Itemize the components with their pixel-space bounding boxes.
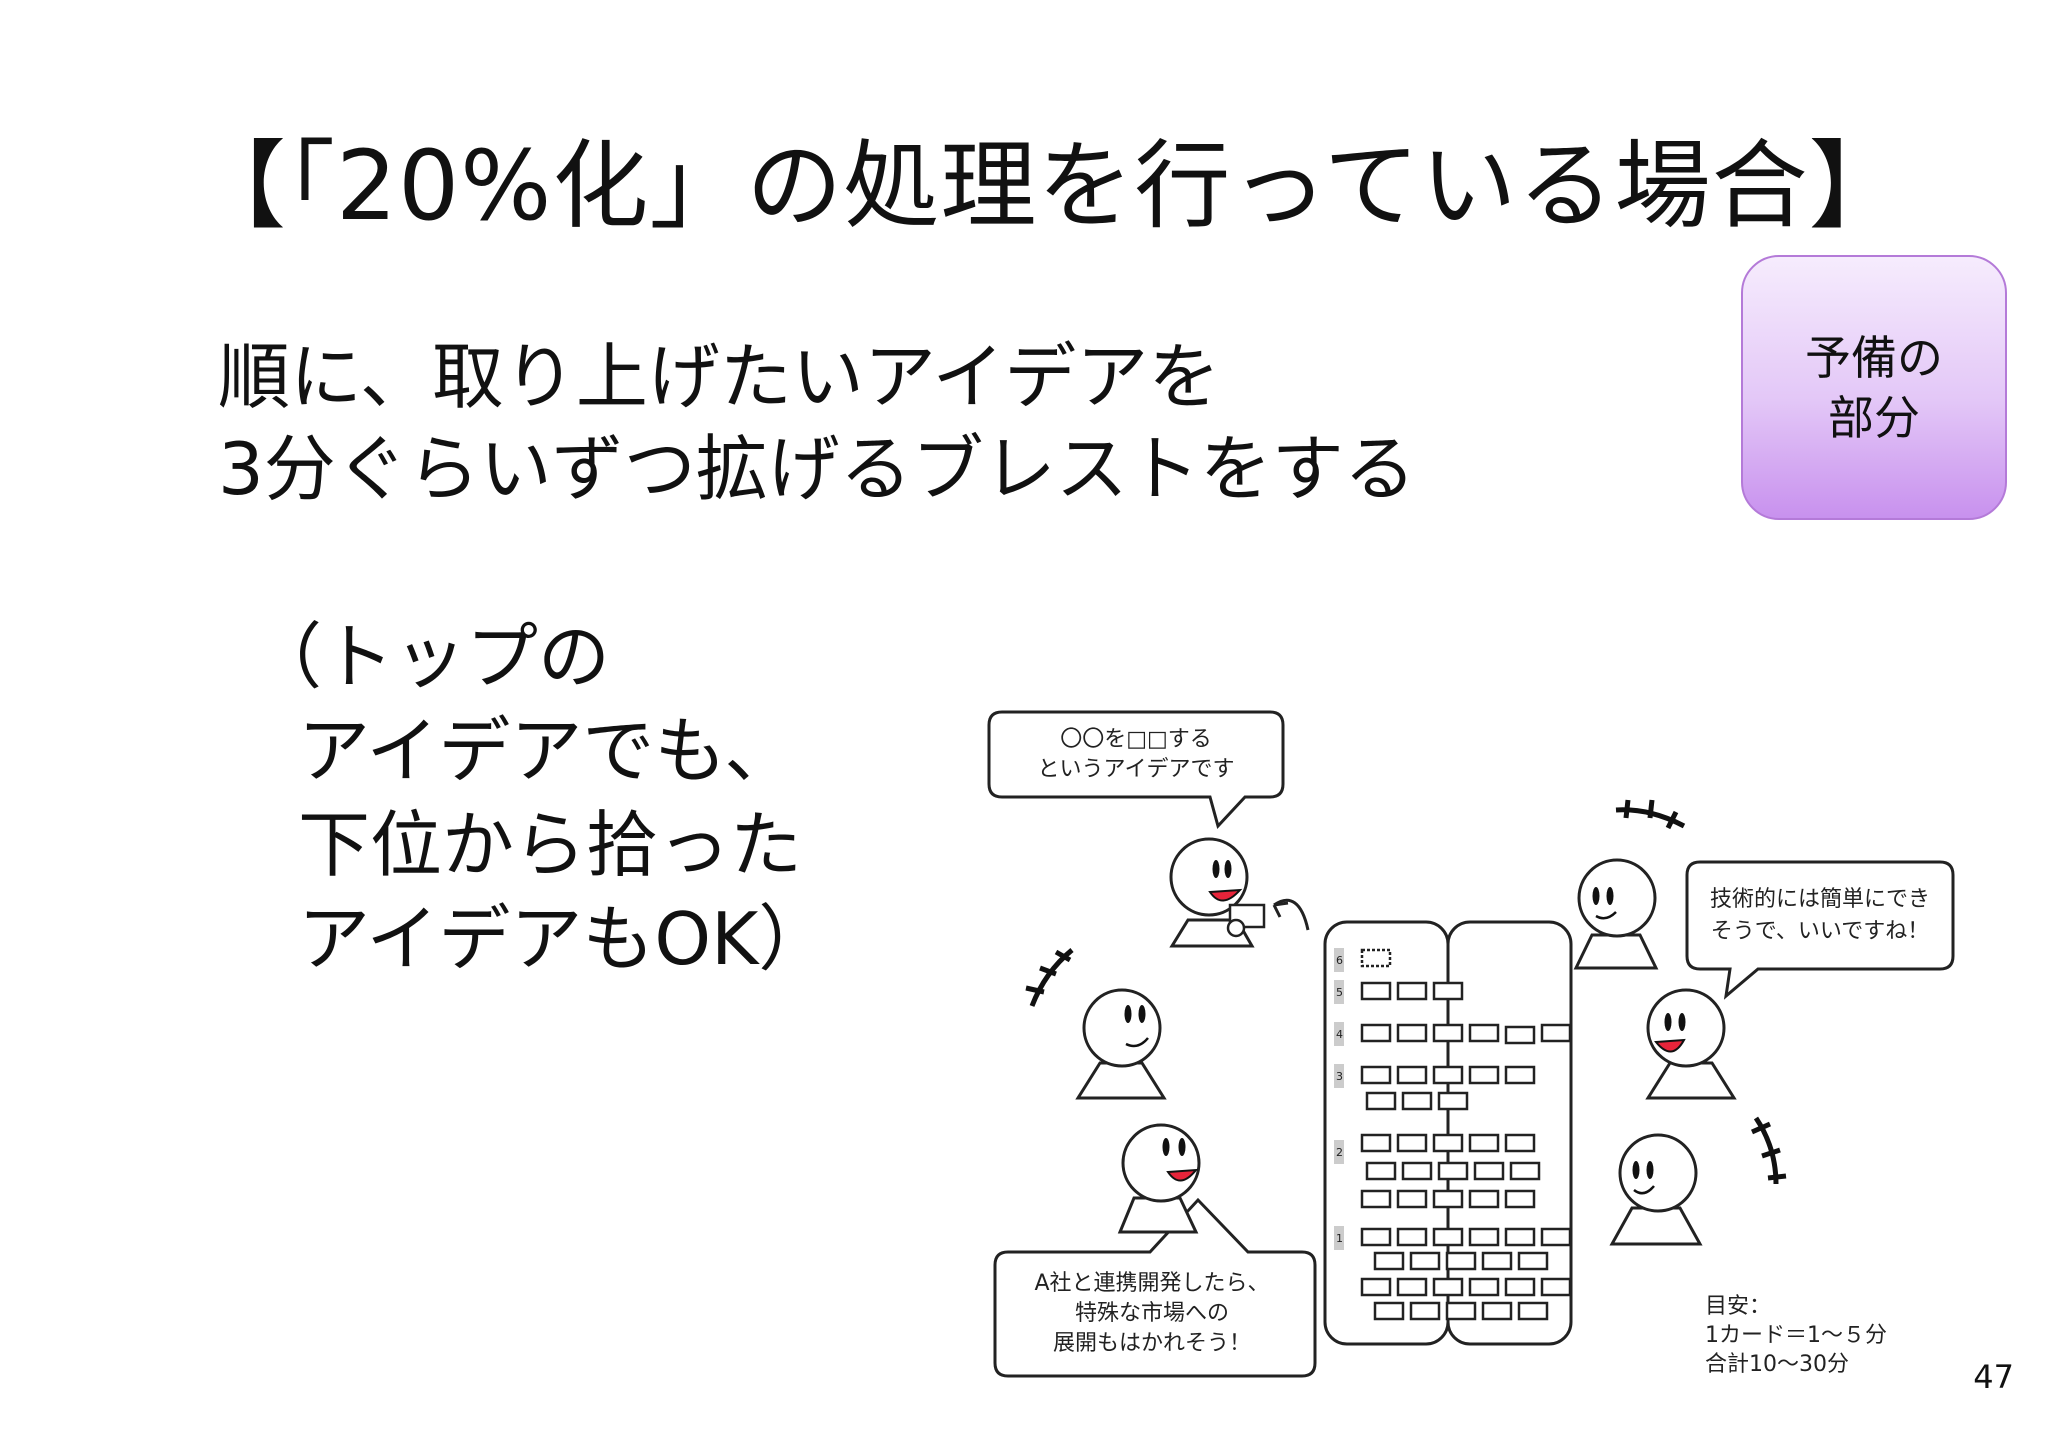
badge-line-1: 予備の <box>1805 330 1943 385</box>
participant-figure-left <box>1075 988 1167 1100</box>
guide-line-2: 1カード＝1～５分 <box>1705 1323 1887 1348</box>
bubble-idea-line-2: というアイデアです <box>1038 757 1235 782</box>
guide-line-3: 合計10～30分 <box>1705 1352 1849 1377</box>
bubble-feedback-line-2: そうで、いいですね！ <box>1711 919 1929 944</box>
column-number-5: 5 <box>1336 986 1343 999</box>
reserve-section-badge: 予備の 部分 <box>1741 255 2007 520</box>
column-number-2: 2 <box>1336 1146 1343 1159</box>
slide-title: 【「20%化」の処理を行っている場合】 <box>190 130 1906 242</box>
note-line-3: 下位から拾った <box>298 803 803 887</box>
speech-bubble-feedback: 技術的には簡単にでき そうで、いいですね！ <box>1685 860 1955 1000</box>
column-number-4: 4 <box>1336 1028 1343 1041</box>
bubble-feedback-line-1: 技術的には簡単にでき <box>1710 887 1930 912</box>
note-line-4: アイデアもOK） <box>298 897 831 981</box>
speech-bubble-idea: 〇〇を□□する というアイデアです <box>987 710 1285 829</box>
page-number: 47 <box>1973 1358 2014 1396</box>
speech-bubble-expansion: A社と連携開発したら、 特殊な市場への 展開もはかれそう！ <box>993 1197 1317 1378</box>
arrow-icon <box>1273 898 1310 931</box>
participant-figure-right-middle <box>1645 988 1737 1100</box>
presenter-figure <box>1169 837 1266 948</box>
bubble-expansion-line-2: 特殊な市場への <box>1075 1301 1229 1326</box>
idea-card-board: 6 5 4 3 2 1 <box>1323 920 1573 1346</box>
bubble-expansion-line-1: A社と連携開発したら、 <box>1034 1271 1269 1296</box>
bubble-idea-line-1: 〇〇を□□する <box>1060 727 1212 752</box>
column-number-3: 3 <box>1336 1070 1343 1083</box>
rotation-mark-icon <box>1025 948 1074 1007</box>
badge-line-2: 部分 <box>1828 390 1920 445</box>
column-number-1: 1 <box>1336 1232 1343 1245</box>
rotation-mark-icon <box>1615 799 1686 830</box>
participant-figure-lower-left <box>1117 1123 1201 1234</box>
bubble-expansion-line-3: 展開もはかれそう！ <box>1053 1331 1251 1356</box>
participant-figure-right-lower <box>1609 1133 1703 1246</box>
column-number-6: 6 <box>1336 954 1343 967</box>
guide-line-1: 目安： <box>1705 1294 1771 1319</box>
note-line-2: アイデアでも、 <box>298 709 797 793</box>
body-line-1: 順に、取り上げたいアイデアを <box>218 335 1221 419</box>
rotation-mark-icon <box>1750 1116 1787 1185</box>
body-line-2: 3分ぐらいずつ拡げるブレストをする <box>218 427 1416 511</box>
note-line-1: （トップの <box>250 615 611 699</box>
participant-figure-right-top <box>1573 858 1659 970</box>
